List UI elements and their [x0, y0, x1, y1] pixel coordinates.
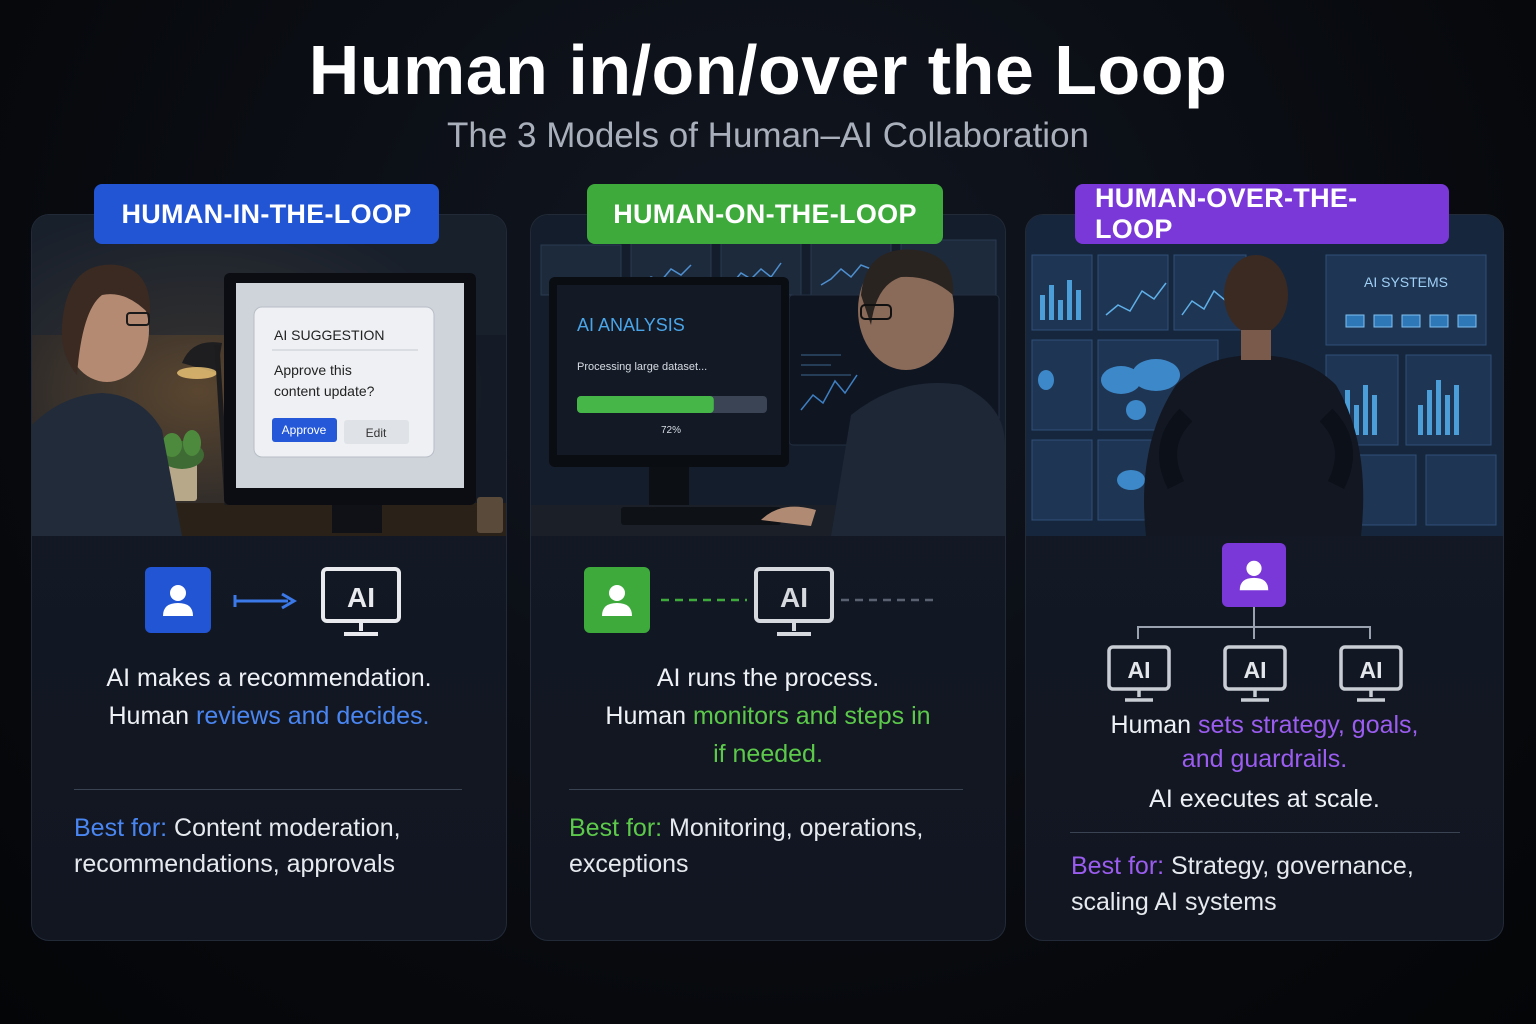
best-for: Best for: Content moderation, recommenda… — [74, 814, 401, 878]
badge-human-over-the-loop: HUMAN-OVER-THE-LOOP — [1075, 183, 1449, 244]
description-line-2: Human reviews and decides. — [108, 702, 430, 730]
svg-text:AI: AI — [1360, 657, 1383, 683]
strategist-figure — [1144, 255, 1364, 536]
wall-label: AI SYSTEMS — [1364, 274, 1448, 290]
description-line-2: and guardrails. — [1181, 745, 1348, 773]
best-for: Best for: Monitoring, operations, except… — [569, 814, 924, 878]
dialog-text-2: content update? — [274, 383, 375, 399]
ai-monitor-icon: AI — [1107, 645, 1171, 702]
description: Human sets strategy, goals, and guardrai… — [1026, 708, 1503, 816]
description: AI runs the process. Human monitors and … — [531, 659, 1005, 773]
tree-connector — [1137, 607, 1371, 639]
scene-strategist-command-wall: AI SYSTEMS — [1026, 215, 1503, 536]
scene-reviewer-at-desk: AI SUGGESTION Approve this content updat… — [32, 215, 506, 536]
page-title: Human in/on/over the Loop — [308, 31, 1228, 109]
ai-monitor-icon: AI — [754, 567, 834, 636]
description-line-2: Human monitors and steps in — [605, 702, 931, 730]
dialog-title: AI SUGGESTION — [274, 327, 384, 343]
progress-label: 72% — [661, 425, 681, 436]
screen-text: Processing large dataset... — [577, 361, 707, 373]
dashed-line-right — [841, 598, 937, 602]
dialog-text-1: Approve this — [274, 362, 352, 378]
divider — [74, 789, 462, 790]
badge-human-on-the-loop: HUMAN-ON-THE-LOOP — [587, 184, 943, 244]
card-human-on-the-loop: AI ANALYSIS Processing large dataset... … — [530, 214, 1006, 941]
ai-monitor-icon: AI — [1223, 645, 1287, 702]
badge-human-in-the-loop: HUMAN-IN-THE-LOOP — [94, 184, 439, 244]
divider — [569, 789, 963, 790]
description-line-1: AI runs the process. — [656, 664, 880, 692]
progress-fill — [577, 396, 714, 413]
svg-text:Approve: Approve — [282, 423, 327, 437]
svg-text:AI: AI — [347, 582, 375, 613]
card-human-in-the-loop: AI SUGGESTION Approve this content updat… — [31, 214, 507, 941]
person-icon — [1222, 543, 1286, 607]
description-line-1: AI makes a recommendation. — [106, 664, 432, 692]
best-for-label: Best for: — [74, 814, 168, 842]
person-icon — [584, 567, 650, 633]
description-line-1: Human sets strategy, goals, — [1110, 711, 1419, 739]
arrow-right-icon — [233, 592, 297, 610]
ai-monitor-icon: AI — [321, 567, 401, 636]
card-human-over-the-loop: AI SYSTEMS AI AI — [1025, 214, 1504, 941]
screen-title: AI ANALYSIS — [577, 315, 685, 335]
svg-text:AI: AI — [1244, 657, 1267, 683]
page-subtitle: The 3 Models of Human–AI Collaboration — [446, 116, 1089, 155]
reviewer-figure — [32, 264, 182, 536]
svg-text:AI: AI — [1128, 657, 1151, 683]
best-for-label: Best for: — [569, 814, 663, 842]
best-for-label: Best for: — [1071, 852, 1165, 880]
description-line-3: if needed. — [713, 740, 823, 768]
scene-operator-monitoring: AI ANALYSIS Processing large dataset... … — [531, 215, 1005, 536]
description: AI makes a recommendation. Human reviews… — [32, 659, 506, 735]
divider — [1070, 832, 1460, 833]
svg-text:Edit: Edit — [366, 426, 387, 440]
approve-button[interactable]: Approve — [272, 418, 337, 442]
best-for: Best for: Strategy, governance, scaling … — [1071, 852, 1414, 916]
ai-monitor-icon: AI — [1339, 645, 1403, 702]
svg-text:AI: AI — [780, 582, 808, 613]
operator-figure — [761, 249, 1005, 536]
description-line-3: AI executes at scale. — [1149, 785, 1380, 813]
dashed-line-left — [661, 598, 747, 602]
edit-button[interactable]: Edit — [344, 420, 409, 444]
person-icon — [145, 567, 211, 633]
